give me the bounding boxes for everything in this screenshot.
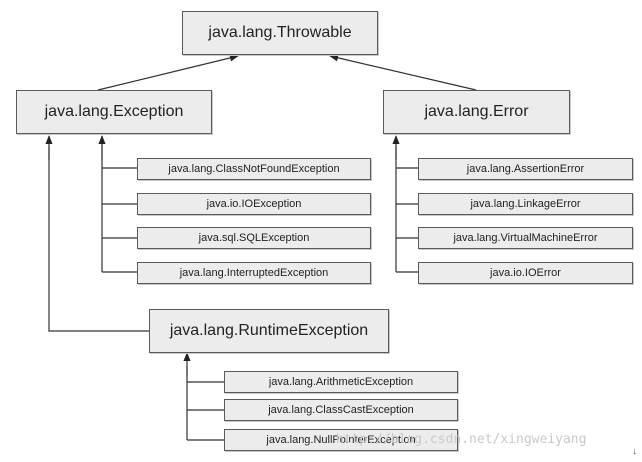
null-pointer-exception-label: java.lang.NullPointerException [266,434,416,446]
null-pointer-exception-node: java.lang.NullPointerException [224,429,458,451]
class-cast-exception-node: java.lang.ClassCastException [224,399,458,421]
edge-error-throwable [329,54,477,91]
sql-exception-label: java.sql.SQLException [198,232,310,244]
edge-runtime-exception [48,146,149,332]
class-not-found-label: java.lang.ClassNotFoundException [168,163,340,175]
arithmetic-exception-label: java.lang.ArithmeticException [268,376,414,388]
arithmetic-exception-node: java.lang.ArithmeticException [224,371,458,393]
edge-exception-throwable [97,54,239,91]
io-exception-node: java.io.IOException [137,193,371,215]
corner-arrow-icon: ↓ [632,446,637,457]
runtime-exception-label: java.lang.RuntimeException [169,322,369,339]
assertion-error-node: java.lang.AssertionError [418,158,633,180]
watermark: http://blog.csdn.net/xingweiyang [336,432,587,447]
linkage-error-node: java.lang.LinkageError [418,193,633,215]
io-error-label: java.io.IOError [490,267,561,279]
edge-error-children [395,146,418,273]
exception-label: java.lang.Exception [44,103,184,120]
assertion-error-label: java.lang.AssertionError [466,163,585,175]
error-label: java.lang.Error [424,103,529,120]
io-exception-label: java.io.IOException [206,198,302,210]
linkage-error-label: java.lang.LinkageError [470,198,581,210]
class-not-found-node: java.lang.ClassNotFoundException [137,158,371,180]
runtime-exception-node: java.lang.RuntimeException [149,309,389,353]
throwable-node: java.lang.Throwable [182,11,378,55]
sql-exception-node: java.sql.SQLException [137,227,371,249]
virtual-machine-error-label: java.lang.VirtualMachineError [453,232,598,244]
interrupted-exception-label: java.lang.InterruptedException [179,267,329,279]
io-error-node: java.io.IOError [418,262,633,284]
error-node: java.lang.Error [383,90,570,134]
virtual-machine-error-node: java.lang.VirtualMachineError [418,227,633,249]
exception-node: java.lang.Exception [16,90,212,134]
class-cast-exception-label: java.lang.ClassCastException [268,404,414,416]
edge-exception-children [101,136,137,273]
throwable-label: java.lang.Throwable [208,24,352,41]
interrupted-exception-node: java.lang.InterruptedException [137,262,371,284]
edge-runtime-children [186,366,224,441]
